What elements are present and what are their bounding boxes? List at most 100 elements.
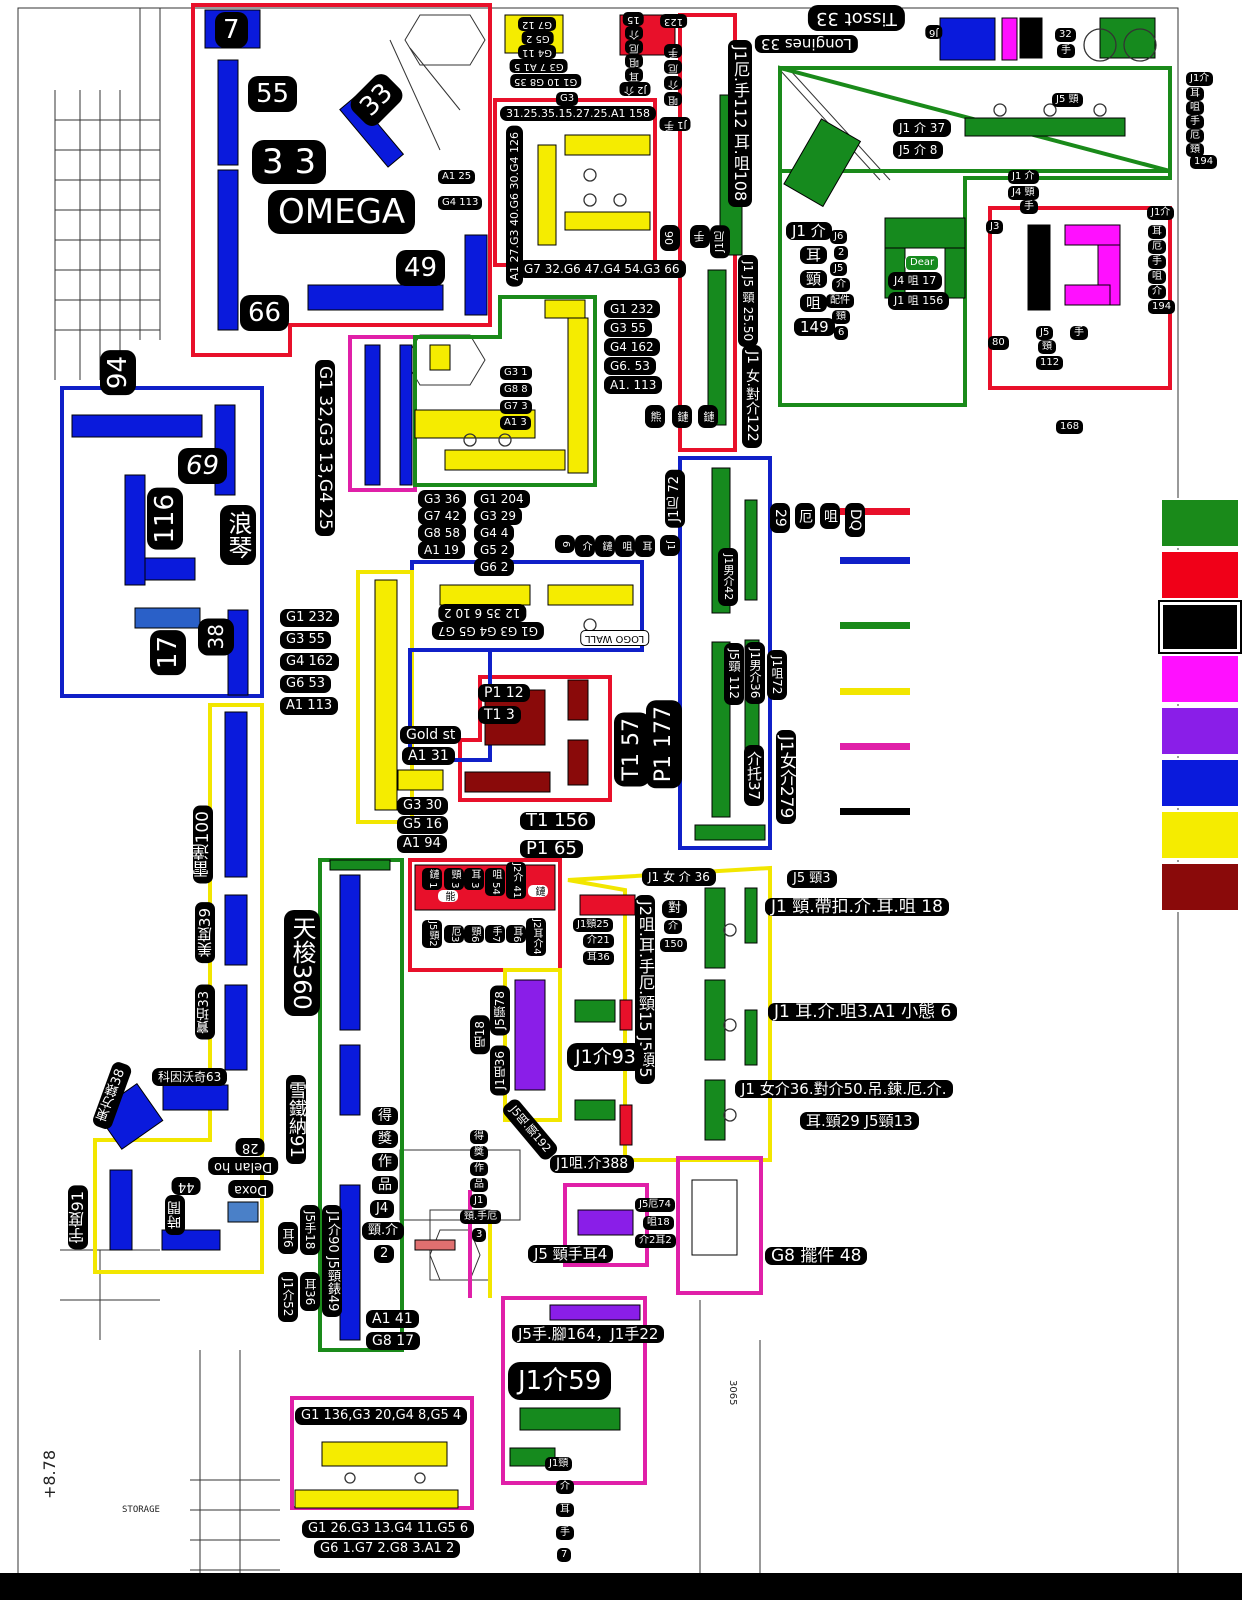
- map-label: 2: [834, 246, 849, 260]
- map-label: 配件: [826, 294, 854, 308]
- map-label: J1 耳.介.咀3.A1 小態 6: [768, 1003, 958, 1021]
- map-label: 6: [555, 535, 575, 554]
- map-label: 耳: [625, 68, 643, 82]
- map-label: G1 G3 G4 G5 G7: [432, 622, 544, 640]
- map-label: 15: [623, 12, 644, 26]
- map-label: 2: [374, 1245, 395, 1263]
- map-label: 耳: [1186, 87, 1204, 101]
- map-label: 28: [236, 1138, 265, 1156]
- map-label: J1咀72: [767, 650, 787, 701]
- map-label: J1厄: [710, 225, 730, 259]
- map-label: 頸: [800, 270, 828, 288]
- map-label: T1 156: [520, 812, 595, 830]
- map-label: A1 25: [438, 170, 476, 184]
- map-label: G6 53: [280, 675, 332, 693]
- map-label: 112: [1036, 356, 1064, 370]
- map-label: G3: [556, 92, 579, 106]
- map-label: 寶珀33: [195, 985, 215, 1040]
- map-label: G3 55: [604, 319, 653, 337]
- map-label: G6 2: [474, 558, 515, 576]
- map-label: J1 J5 頸 25.50: [738, 255, 758, 348]
- map-label: J1 女介36.對介50.吊.鍊.厄.介.: [735, 1080, 953, 1098]
- map-label: J5頸78: [490, 985, 510, 1036]
- map-label: J1介90 J5頸錶49: [322, 1205, 342, 1318]
- map-label: J4 咀 17: [888, 272, 943, 290]
- map-label: DQ: [845, 503, 865, 537]
- legend-swatch-red: [1160, 550, 1240, 600]
- map-label: 介: [625, 26, 643, 40]
- map-label: J5: [830, 262, 848, 276]
- map-label: Delan ho: [208, 1157, 279, 1175]
- map-label: J5厄74: [635, 1198, 676, 1212]
- map-label: G1 32,G3 13,G4 25: [315, 360, 335, 536]
- map-label: G1 232: [280, 609, 340, 627]
- legend-swatch-blue: [1160, 758, 1240, 808]
- map-label: 能: [438, 890, 458, 902]
- map-label: A1 31: [402, 747, 455, 765]
- map-label: 鏈: [672, 405, 692, 428]
- map-label: 06: [660, 225, 680, 251]
- map-label: G7 12: [518, 17, 557, 31]
- map-label: 116: [147, 488, 183, 550]
- map-label: OMEGA: [268, 190, 416, 234]
- map-label: 頸 3: [444, 868, 464, 890]
- map-label: 12 35 6 10 2: [438, 604, 527, 622]
- map-label: J1介93: [567, 1043, 644, 1071]
- map-label: A1 3: [500, 416, 531, 430]
- dimension-text: 3065: [727, 1380, 738, 1406]
- map-label: LOGO WALL: [580, 630, 650, 646]
- map-label: 介: [832, 278, 850, 292]
- map-label: 介: [575, 535, 595, 557]
- map-label: 55: [248, 76, 298, 112]
- map-label: 6: [834, 326, 849, 340]
- elevation-text: +8.78: [40, 1450, 59, 1500]
- map-label: 咀: [625, 54, 643, 68]
- map-label: J5: [1036, 326, 1054, 340]
- map-label: 194: [1148, 300, 1176, 314]
- map-label: 介: [664, 920, 682, 934]
- map-label: G8 8: [500, 383, 532, 397]
- map-label: G5 2: [474, 541, 515, 559]
- map-label: T1 3: [478, 706, 521, 724]
- map-label: Dear: [905, 255, 940, 271]
- map-label: 頸.介: [362, 1222, 405, 1240]
- map-label: 耳6: [506, 925, 526, 944]
- map-label: J1 手: [660, 117, 691, 131]
- map-label: J1: [660, 535, 680, 557]
- map-label: J1咀.介388: [550, 1155, 635, 1173]
- map-label: 厄: [664, 60, 682, 74]
- map-label: 時間: [165, 1195, 185, 1235]
- map-label: 品: [470, 1178, 488, 1192]
- map-label: 手: [690, 225, 710, 248]
- map-label: G3 55: [280, 631, 332, 649]
- map-label: J1 介 37: [893, 119, 952, 137]
- map-label: P1 177: [646, 700, 682, 789]
- map-label: 得: [470, 1130, 488, 1144]
- map-label: 150: [660, 938, 688, 952]
- map-label: G4 162: [604, 338, 660, 356]
- map-label: 宇度91: [68, 1185, 88, 1250]
- map-label: A1 41: [366, 1310, 419, 1328]
- map-label: 對: [662, 900, 688, 918]
- map-label: 鏈: [595, 535, 615, 557]
- map-label: G4 4: [474, 524, 515, 542]
- map-label: G7 32.G6 47.G4 54.G3 66: [518, 260, 686, 278]
- map-label: 獎: [372, 1130, 398, 1148]
- map-label: 194: [1190, 155, 1218, 169]
- map-label: 頸: [1038, 340, 1056, 354]
- legend-line-blue: [840, 557, 910, 564]
- map-label: 17: [150, 630, 186, 676]
- map-label: 介托37: [744, 745, 764, 807]
- map-label: 29: [770, 503, 790, 533]
- map-label: J1 咀 156: [888, 292, 950, 310]
- map-label: J1介: [1147, 206, 1175, 220]
- map-label: 咀18: [643, 1216, 674, 1230]
- map-label: G4 11: [518, 45, 557, 59]
- legend-swatch-purple: [1160, 706, 1240, 756]
- map-label: J2咀.耳.手厄.頸15 J5頸5: [635, 895, 655, 1084]
- map-label: G1 10 G8 35: [510, 74, 582, 88]
- map-label: 耳36: [583, 951, 614, 965]
- map-label: J1 女.對介122: [742, 345, 762, 448]
- map-label: J5手.腳164，J1手22: [512, 1325, 665, 1343]
